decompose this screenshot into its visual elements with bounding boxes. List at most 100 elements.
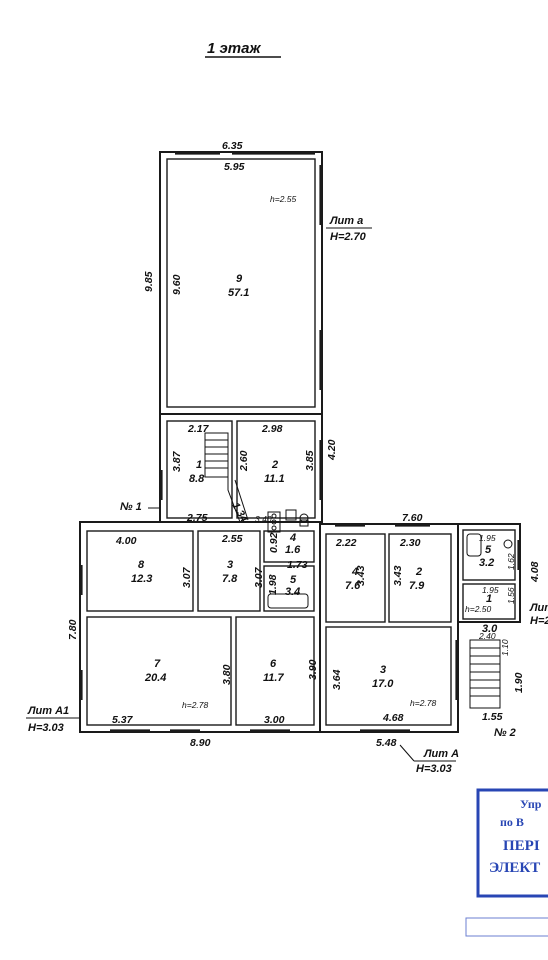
dim-label: 4.20	[326, 439, 338, 461]
room-number: 1	[196, 459, 202, 471]
dim-label: 3.40	[255, 514, 272, 524]
room-area: 7.8	[222, 573, 238, 585]
sink-icon	[267, 509, 297, 533]
room-number: 3	[227, 559, 233, 571]
lit-height: H=2.70	[330, 231, 367, 243]
dim-label: 5.37	[112, 714, 134, 726]
lit-height: H=3.03	[416, 763, 452, 775]
ceiling-height: h=2.78	[410, 698, 437, 708]
room-area: 11.7	[263, 672, 284, 684]
windows	[79, 151, 521, 733]
ceiling-height: h=2.55	[270, 194, 297, 204]
entrance-label: № 1	[120, 501, 142, 513]
dim-label: 3.85	[304, 450, 316, 471]
lit-name: Лит	[529, 602, 548, 614]
dim-label: 7.60	[402, 512, 423, 524]
dim-label: 2.17	[187, 423, 210, 435]
stairs-inner	[204, 432, 249, 523]
room-area: 57.1	[228, 287, 249, 299]
room-number: 8	[138, 559, 145, 571]
dim-label: 4.08	[529, 561, 541, 583]
dim-label: 7.80	[67, 619, 79, 640]
floor-title: 1 этаж	[207, 40, 261, 57]
dim-label: 3.43	[355, 565, 367, 586]
stamp-text: ПЕРІ	[503, 838, 540, 854]
dim-label: 1.98	[267, 574, 279, 595]
partitions	[86, 158, 516, 726]
dim-label: 2.75	[186, 512, 208, 524]
dim-label: 2.55	[221, 533, 243, 545]
dim-label: 3.64	[331, 669, 343, 690]
dim-label: 1.90	[513, 672, 525, 693]
dim-label: 2.40	[478, 631, 496, 641]
stairs-outer	[469, 639, 501, 709]
room-number: 2	[415, 566, 422, 578]
room-area: 1.6	[285, 544, 301, 556]
dim-label: 3.00	[264, 714, 285, 726]
dim-label: 9.60	[171, 274, 183, 295]
lit-height: H=2	[530, 615, 548, 627]
bathtub-icon	[267, 533, 482, 609]
room-area: 12.3	[131, 573, 152, 585]
rooms: 9 57.1 1 8.8 2 11.1 8 12.3 3 7.8 4 1.6 5…	[131, 273, 498, 690]
dim-label: 2.98	[261, 423, 283, 435]
room-area: 7.6	[345, 580, 361, 592]
dim-label: 2.30	[399, 537, 421, 549]
room-number: 4	[351, 566, 358, 578]
stamp-text: Упр	[520, 797, 542, 811]
lit-height: H=3.03	[28, 722, 64, 734]
dim-label: 6.35	[222, 140, 243, 152]
wall-upper-block	[159, 413, 323, 525]
room-area: 11.1	[264, 473, 285, 485]
dim-label: 3.43	[392, 565, 404, 586]
lit-labels: Лит а H=2.70 Лит А1 H=3.03 Лит А H=3.03 …	[26, 215, 548, 775]
dim-label: 3.80	[221, 664, 233, 685]
room-area: 8.8	[189, 473, 205, 485]
dim-label: 0.92	[268, 532, 280, 553]
dim-label: 3.07	[181, 566, 193, 588]
room-number: 1	[486, 593, 492, 605]
dim-label: 1.95	[479, 533, 496, 543]
room-number: 4	[289, 532, 296, 544]
room-area: 17.0	[372, 678, 394, 690]
toilet-icon	[299, 513, 513, 549]
room-area: 3.2	[479, 557, 494, 569]
dim-label: 9.85	[143, 271, 155, 292]
dim-label: 1.55	[482, 711, 503, 723]
dim-label: 2.60	[238, 450, 250, 472]
room-number: 7	[154, 658, 161, 670]
dim-label: 2.22	[335, 537, 357, 549]
dim-label: 1.73	[287, 559, 308, 571]
dim-label: 4.68	[382, 712, 404, 724]
dim-label: 1.10	[500, 639, 510, 656]
outer-walls	[79, 151, 521, 733]
dim-label: 3.90	[307, 659, 319, 680]
ceiling-heights: h=2.55 h=2.78 h=2.78 h=2.50	[182, 194, 492, 710]
room-area: 3.0	[482, 623, 498, 635]
stamp-text: ЭЛЕКТ	[489, 860, 540, 876]
dim-label: 4.00	[115, 535, 137, 547]
dim-label: 8.90	[190, 737, 211, 749]
room-number: 3	[380, 664, 386, 676]
dim-label: 5.95	[224, 161, 245, 173]
official-stamp: Упр по В ПЕРІ ЭЛЕКТ	[476, 788, 548, 898]
dim-label: 3.07	[253, 566, 265, 588]
dim-label: 1.62	[506, 553, 516, 570]
room-number: 2	[271, 459, 278, 471]
stamp-text: по В	[500, 815, 524, 829]
room-number: 9	[236, 273, 243, 285]
dim-label: 1.95	[482, 585, 499, 595]
room-number: 6	[270, 658, 277, 670]
ceiling-height: h=2.50	[465, 604, 492, 614]
dim-label: 1.56	[506, 587, 516, 604]
lit-name: Лит а	[329, 215, 363, 227]
room-number: 5	[290, 574, 297, 586]
lit-name: Лит А1	[27, 705, 69, 717]
dim-label: 3.87	[171, 450, 183, 472]
room-area: 3.4	[285, 586, 300, 598]
room-area: 7.9	[409, 580, 425, 592]
lit-name: Лит А	[423, 748, 459, 760]
room-area: 20.4	[144, 672, 166, 684]
dim-label: 5.48	[376, 737, 397, 749]
